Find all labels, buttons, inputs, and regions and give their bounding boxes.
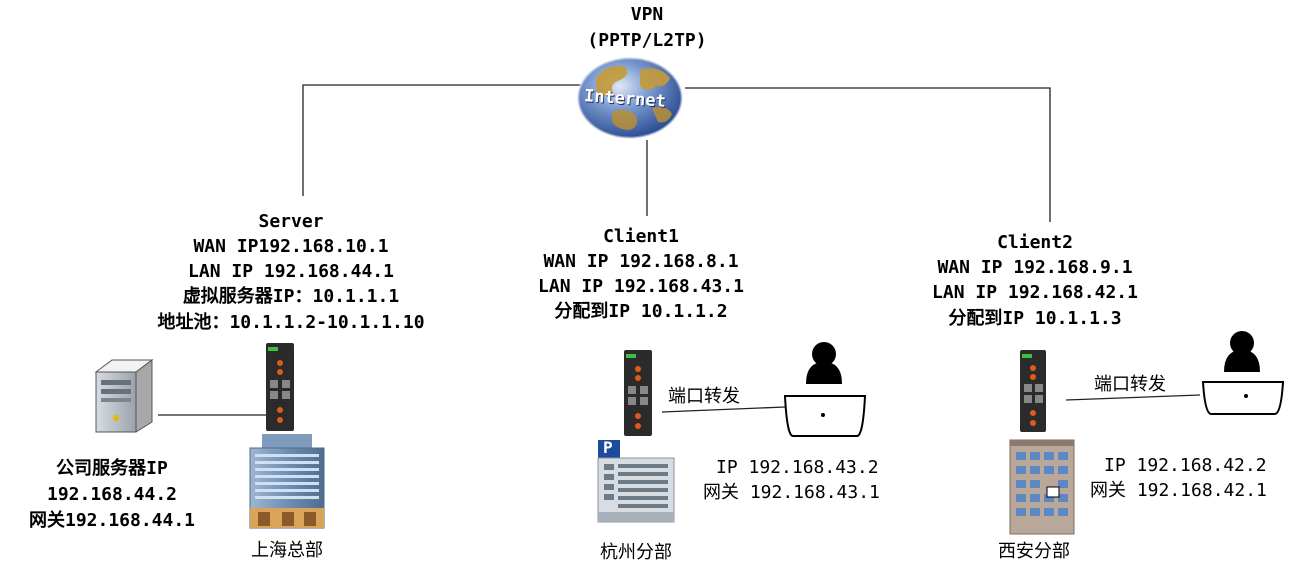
server-wan-ip: WAN IP192.168.10.1 bbox=[193, 236, 389, 257]
client1-lan-ip: LAN IP 192.168.43.1 bbox=[538, 276, 744, 297]
server-address-pool: 地址池：10.1.1.2-10.1.1.10 bbox=[157, 312, 425, 333]
connection-lines bbox=[158, 84, 1201, 416]
client2-assigned-ip: 分配到IP 10.1.1.3 bbox=[948, 308, 1122, 329]
company-server-icon bbox=[94, 359, 154, 433]
company-server-gateway: 网关192.168.44.1 bbox=[28, 510, 196, 531]
client1-pc-ip: IP 192.168.43.2 bbox=[716, 457, 879, 478]
client1-router-icon bbox=[624, 350, 652, 436]
client2-lan-line bbox=[1065, 394, 1201, 401]
client2-name: Client2 bbox=[997, 232, 1073, 253]
xian-branch-building-icon bbox=[1009, 439, 1075, 535]
server-router-icon bbox=[266, 343, 294, 431]
client1-pc-gateway: 网关 192.168.43.1 bbox=[703, 482, 880, 503]
server-vpn-line bbox=[302, 84, 582, 196]
client2-pc-gateway: 网关 192.168.42.1 bbox=[1090, 480, 1267, 501]
server-lan-ip: LAN IP 192.168.44.1 bbox=[188, 261, 394, 282]
internet-globe-icon bbox=[576, 56, 684, 140]
client1-wan-ip: WAN IP 192.168.8.1 bbox=[543, 251, 739, 272]
client2-wan-ip: WAN IP 192.168.9.1 bbox=[937, 257, 1133, 278]
client1-port-forward-label: 端口转发 bbox=[668, 386, 740, 407]
hangzhou-site-label: 杭州分部 bbox=[600, 542, 672, 563]
client2-port-forward-label: 端口转发 bbox=[1094, 374, 1166, 395]
client1-name: Client1 bbox=[603, 226, 679, 247]
shanghai-site-label: 上海总部 bbox=[251, 540, 323, 561]
vpn-protocols: (PPTP/L2TP) bbox=[587, 30, 707, 51]
client1-user-laptop-icon bbox=[783, 342, 867, 437]
company-server-ip: 192.168.44.2 bbox=[46, 484, 178, 505]
shanghai-hq-building-icon bbox=[249, 434, 325, 529]
parking-sign: P bbox=[603, 438, 613, 457]
xian-site-label: 西安分部 bbox=[998, 541, 1070, 562]
server-virtual-ip: 虚拟服务器IP：10.1.1.1 bbox=[182, 286, 400, 307]
client2-router-icon bbox=[1020, 350, 1046, 432]
hangzhou-branch-building-icon bbox=[597, 440, 675, 523]
client1-assigned-ip: 分配到IP 10.1.1.2 bbox=[554, 301, 728, 322]
client2-lan-ip: LAN IP 192.168.42.1 bbox=[932, 282, 1138, 303]
client2-user-laptop-icon bbox=[1201, 331, 1285, 415]
vpn-title: VPN bbox=[630, 4, 664, 25]
company-server-title: 公司服务器IP bbox=[56, 458, 168, 479]
client2-pc-ip: IP 192.168.42.2 bbox=[1104, 455, 1267, 476]
client1-lan-line bbox=[661, 406, 786, 413]
server-name: Server bbox=[258, 211, 324, 232]
client2-vpn-line bbox=[685, 87, 1051, 222]
